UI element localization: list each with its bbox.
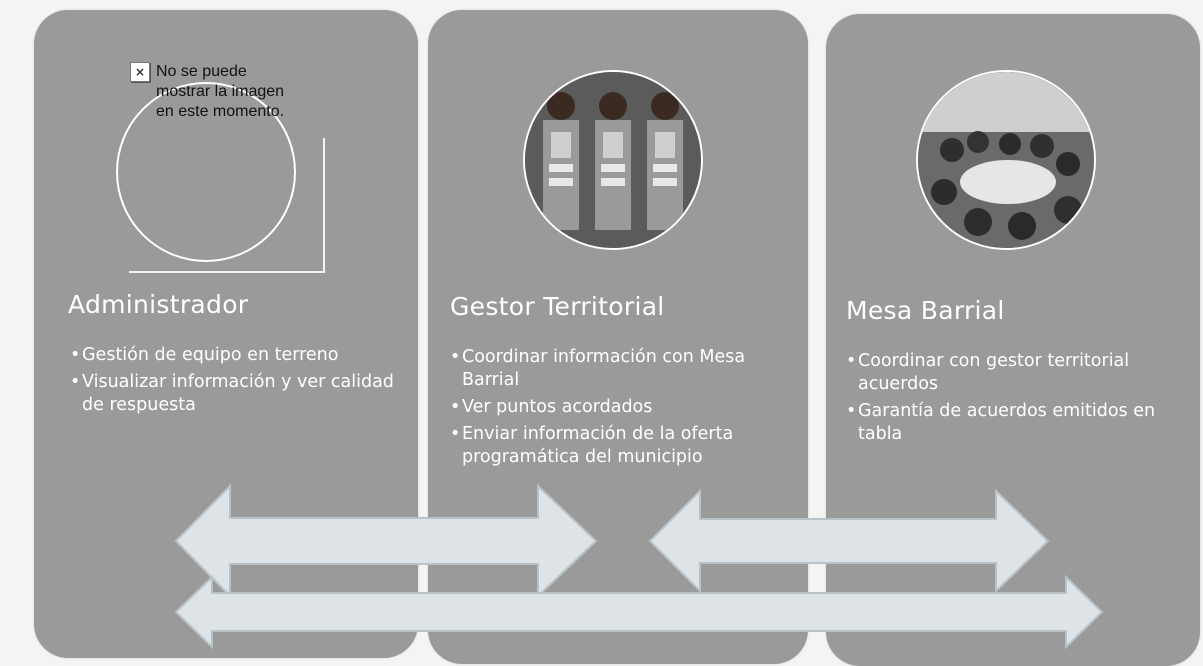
broken-image-text: No se puede mostrar la imagen en este mo… <box>156 63 285 120</box>
bullet-item: Coordinar con gestor territorial acuerdo… <box>846 350 1198 396</box>
bullet-list: Gestión de equipo en terreno Visualizar … <box>70 344 410 421</box>
bullet-item: Coordinar información con Mesa Barrial <box>450 346 790 392</box>
worker-figure <box>543 92 579 230</box>
arrow-gestor-mesa <box>648 488 1050 594</box>
workers-illustration <box>525 72 701 248</box>
card-title: Administrador <box>68 290 249 319</box>
arrow-administrador-mesa <box>174 574 1104 650</box>
bullet-item: Visualizar información y ver calidad de … <box>70 371 410 417</box>
worker-figure <box>595 92 631 230</box>
frame-line <box>129 271 325 273</box>
worker-figure <box>647 92 683 230</box>
administrador-photo-placeholder <box>116 82 296 262</box>
bullet-item: Garantía de acuerdos emitidos en tabla <box>846 400 1198 446</box>
bullet-item: Gestión de equipo en terreno <box>70 344 410 367</box>
card-title: Gestor Territorial <box>450 292 665 321</box>
bullet-item: Enviar información de la oferta programá… <box>450 423 790 469</box>
bullet-list: Coordinar con gestor territorial acuerdo… <box>846 350 1198 450</box>
arrow-administrador-gestor <box>174 483 598 599</box>
mesa-photo <box>916 70 1096 250</box>
bullet-item: Ver puntos acordados <box>450 396 790 419</box>
broken-image-icon: × <box>130 62 150 82</box>
card-title: Mesa Barrial <box>846 296 1005 325</box>
gestor-photo <box>523 70 703 250</box>
meeting-illustration <box>918 72 1094 248</box>
broken-image-notice: × No se puede mostrar la imagen en este … <box>130 62 296 122</box>
frame-line <box>323 138 325 272</box>
bullet-list: Coordinar información con Mesa Barrial V… <box>450 346 790 473</box>
